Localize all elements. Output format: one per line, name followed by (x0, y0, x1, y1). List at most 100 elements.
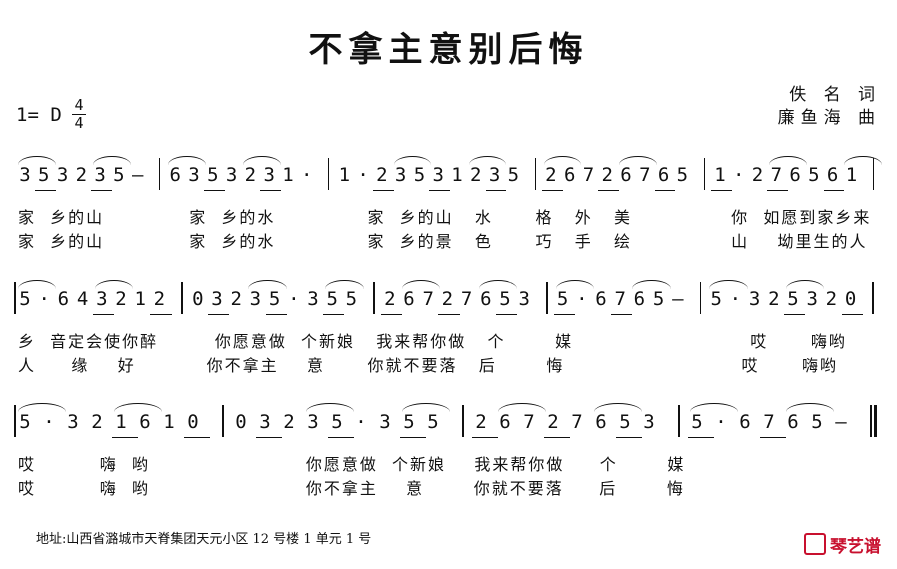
lyric-line-2: 哎 嗨 哟 你不拿主 意 你就不要落 后 悔 (18, 479, 685, 498)
note: 2 (283, 411, 295, 433)
note: 2 (545, 164, 557, 186)
note: 6 (595, 411, 607, 433)
barline (874, 405, 877, 437)
note: 1 (338, 164, 351, 186)
lyric-line-2: 人 缘 好 你不拿主 意 你就不要落 后 悔 哎 嗨哟 (18, 356, 839, 375)
note: 1 (714, 164, 726, 186)
barline (703, 158, 706, 190)
note: 1 (134, 288, 146, 310)
note: 5 (676, 164, 689, 186)
lyric-line-2: 家 乡的山 家 乡的水 家 乡的景 色 巧 手 绘 山 坳里生的人 (18, 232, 868, 251)
note: 5 (652, 288, 665, 310)
note: 5 (207, 164, 219, 186)
lyricist-credit: 佚 名 词 (789, 85, 881, 105)
note: 7 (422, 288, 434, 310)
note: 3 (394, 164, 407, 186)
page-title: 不拿主意别后悔 (308, 30, 589, 70)
note: · (301, 164, 313, 186)
note: 2 (475, 411, 487, 433)
note: 3 (94, 164, 106, 186)
credits: 佚 名 词 廉鱼海 曲 (778, 84, 881, 130)
barline (158, 158, 161, 190)
barline (872, 158, 875, 190)
note: 1 (282, 164, 294, 186)
note: 3 (307, 288, 319, 310)
note: 6 (633, 288, 646, 310)
note: 5 (38, 164, 50, 186)
note: 6 (826, 164, 839, 186)
note: · (733, 164, 745, 186)
time-top: 4 (74, 96, 84, 114)
note: 6 (480, 288, 492, 310)
note: 3 (211, 288, 223, 310)
note: · (288, 288, 300, 310)
composer-credit: 廉鱼海 曲 (777, 108, 881, 128)
note: 5 (268, 288, 281, 310)
note: 3 (188, 164, 200, 186)
note: 0 (235, 411, 247, 433)
note: 3 (488, 164, 501, 186)
barline (872, 282, 874, 314)
note: – (131, 164, 144, 186)
note: · (576, 288, 588, 310)
note: 3 (379, 411, 391, 433)
note: 6 (57, 288, 70, 310)
note: 6 (499, 411, 511, 433)
barline (373, 282, 375, 314)
note: 7 (582, 164, 595, 186)
barline (699, 282, 702, 314)
note: 5 (556, 288, 569, 310)
note: 6 (787, 411, 799, 433)
note: 2 (230, 288, 242, 310)
note: 5 (787, 288, 799, 310)
note: · (43, 411, 55, 433)
note: 5 (345, 288, 358, 310)
note: 6 (789, 164, 801, 186)
note: 6 (563, 164, 576, 186)
note: 4 (76, 288, 89, 310)
note: 5 (403, 411, 415, 433)
note: 7 (460, 288, 473, 310)
barline (14, 282, 16, 314)
note: 1 (451, 164, 463, 186)
note: 1 (163, 411, 175, 433)
note: 1 (115, 411, 127, 433)
note: 6 (739, 411, 751, 433)
note: 5 (331, 411, 343, 433)
note: 6 (657, 164, 670, 186)
note: 7 (614, 288, 626, 310)
barline (534, 158, 537, 190)
note: 3 (432, 164, 444, 186)
note: 2 (75, 164, 88, 186)
note: 5 (413, 164, 426, 186)
note: 6 (169, 164, 181, 186)
note: 2 (384, 288, 396, 310)
note: 1 (845, 164, 858, 186)
note: 2 (751, 164, 764, 186)
note: 3 (806, 288, 818, 310)
lyric-line-1: 家 乡的山 家 乡的水 家 乡的山 水 格 外 美 你 如愿到家乡来 (18, 208, 872, 227)
barline (327, 158, 330, 190)
note: 0 (187, 411, 199, 433)
note: 5 (19, 288, 31, 310)
note: 3 (225, 164, 238, 186)
note: 2 (768, 288, 780, 310)
note: 5 (326, 288, 338, 310)
note: 3 (56, 164, 69, 186)
note: 6 (595, 288, 607, 310)
barline (870, 405, 872, 437)
note: 5 (113, 164, 125, 186)
lyric-line-1: 哎 嗨 哟 你愿意做 个新娘 我来帮你做 个 媒 (18, 455, 686, 474)
note: 5 (507, 164, 520, 186)
time-signature: 4 4 (72, 98, 86, 131)
note: 5 (811, 411, 823, 433)
note: 2 (153, 288, 166, 310)
note: 7 (770, 164, 783, 186)
note: 5 (691, 411, 703, 433)
note: 5 (19, 411, 31, 433)
note: · (729, 288, 742, 310)
note: 6 (620, 164, 632, 186)
note: 2 (441, 288, 454, 310)
